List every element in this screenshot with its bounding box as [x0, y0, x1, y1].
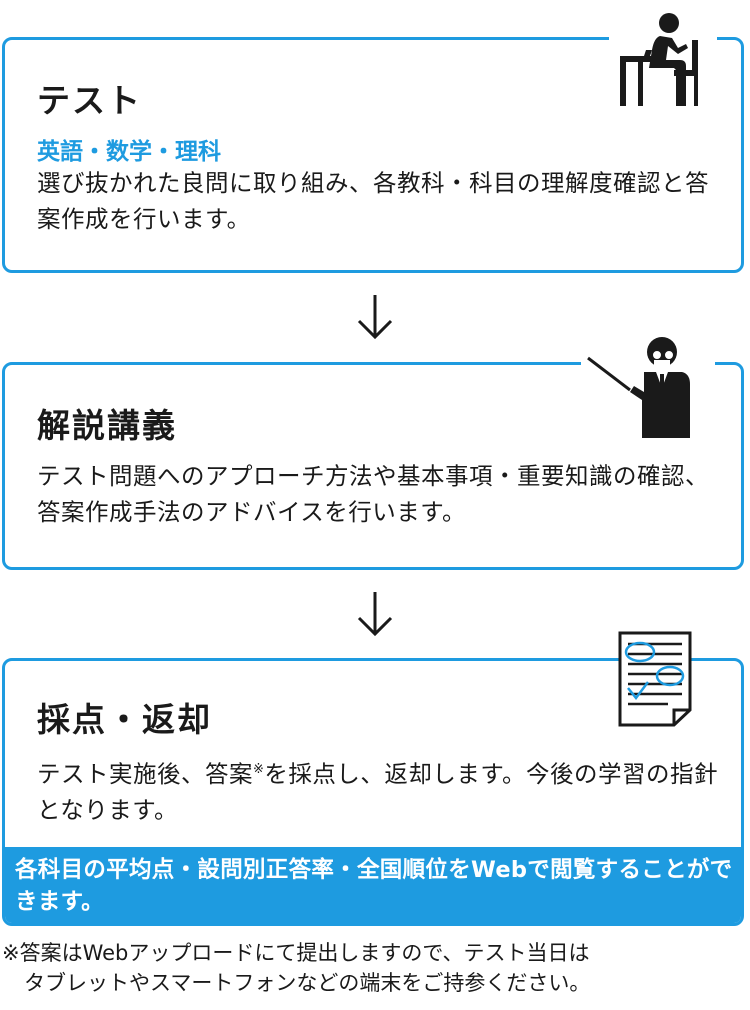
down-arrow-icon: [357, 592, 393, 637]
teacher-with-pointer-icon: [587, 337, 690, 438]
step-subjects: 英語・数学・理科: [37, 139, 221, 165]
step-description: テスト問題へのアプローチ方法や基本事項・重要知識の確認、答案作成手法のアドバイス…: [37, 462, 709, 526]
student-at-desk-icon: [620, 13, 698, 106]
web-results-banner: 各科目の平均点・設問別正答率・全国順位をWebで閲覧することができます。: [5, 847, 741, 923]
step-title: 採点・返却: [37, 700, 212, 739]
footnote-line: タブレットやスマートフォンなどの端末をご持参ください。: [24, 971, 591, 995]
footnote: ※答案はWebアップロードにて提出しますので、テスト当日は タブレットやスマート…: [2, 938, 742, 998]
step-card-lecture: 解説講義 テスト問題へのアプローチ方法や基本事項・重要知識の確認、答案作成手法の…: [2, 357, 744, 570]
step-description: テスト実施後、答案※を採点し、返却します。今後の学習の指針となります。: [37, 759, 719, 824]
step-title: 解説講義: [37, 406, 177, 445]
footnote-line: ※答案はWebアップロードにて提出しますので、テスト当日は: [2, 941, 590, 965]
step-description: 選び抜かれた良問に取り組み、各教科・科目の理解度確認と答案作成を行います。: [37, 169, 709, 233]
down-arrow-icon: [357, 295, 393, 340]
border-gap: [581, 357, 715, 371]
step-title: テスト: [37, 81, 142, 120]
graded-answer-sheet-icon: [618, 631, 692, 727]
